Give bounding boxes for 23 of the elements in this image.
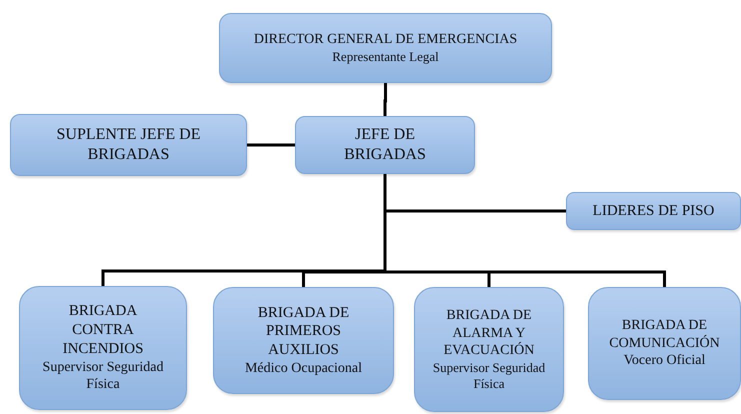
org-box [295, 116, 475, 174]
org-box [588, 287, 741, 400]
org-box [219, 13, 552, 83]
org-box [213, 287, 394, 394]
org-box [414, 287, 564, 412]
box-title: BRIGADA DE COMUNICACIÓN [608, 317, 721, 352]
box-title: BRIGADA DE ALARMA Y EVACUACIÓN [442, 307, 536, 360]
org-box [10, 114, 247, 176]
connector-line [384, 83, 387, 116]
box-subtitle: Vocero Oficial [624, 352, 706, 370]
box-title: JEFE DE BRIGADAS [343, 125, 427, 165]
box-title: BRIGADA CONTRA INCENDIOS [62, 302, 144, 359]
box-title: DIRECTOR GENERAL DE EMERGENCIAS [254, 31, 518, 49]
box-subtitle: Supervisor Seguridad Física [432, 360, 546, 392]
box-title: BRIGADA DE PRIMEROS AUXILIOS [256, 304, 350, 360]
box-subtitle: Representante Legal [332, 48, 439, 65]
org-box [19, 286, 187, 410]
box-subtitle: Médico Ocupacional [244, 360, 362, 378]
box-title: LIDERES DE PISO [592, 202, 714, 220]
box-subtitle: Supervisor Seguridad Física [42, 358, 164, 394]
org-box [566, 192, 741, 230]
box-title: SUPLENTE JEFE DE BRIGADAS [56, 125, 202, 165]
connector-line [247, 144, 295, 146]
